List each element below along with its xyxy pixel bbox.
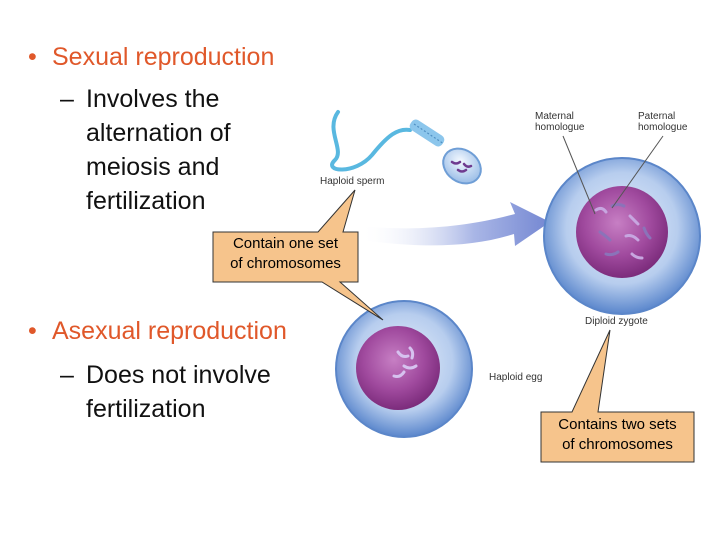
callout-line: of chromosomes (230, 255, 341, 272)
sperm-tail (330, 110, 412, 172)
sub-bullet-line: Does not involve (86, 361, 271, 389)
bullet-title: Asexual reproduction (52, 317, 287, 345)
sperm-head (442, 147, 482, 185)
paternal-pointer-line (611, 135, 664, 209)
sub-bullet-marker: – (60, 361, 74, 389)
label-line: homologue (535, 122, 585, 133)
label-line: Paternal (638, 111, 676, 122)
callout-two-sets-text: Contains two sets of chromosomes (541, 415, 694, 455)
label-paternal-homologue: Paternal homologue (638, 111, 687, 133)
egg-nucleus (356, 326, 440, 410)
bullet-marker: • (28, 317, 37, 345)
callout-one-set-text: Contain one set of chromosomes (213, 234, 358, 274)
callout-line: of chromosomes (562, 436, 673, 453)
label-haploid-egg: Haploid egg (489, 372, 543, 383)
sperm-midpiece (409, 119, 445, 147)
egg-chromosomes (392, 346, 418, 378)
sub-bullet-line: Involves the (86, 85, 220, 113)
callout-line: Contains two sets (558, 416, 677, 433)
callout-two-sets-shape (540, 329, 695, 463)
maternal-pointer-line (562, 135, 596, 215)
callout-line: Contain one set (232, 235, 339, 252)
bullet-marker: • (28, 43, 37, 71)
label-diploid-zygote: Diploid zygote (585, 316, 648, 327)
sub-bullet-line: fertilization (86, 187, 206, 215)
label-line: homologue (638, 122, 688, 133)
callout-one-set-shape (212, 189, 384, 321)
sub-bullet-line: meiosis and (86, 153, 220, 181)
label-haploid-sperm: Haploid sperm (320, 176, 385, 187)
sub-bullet-line: alternation of (86, 119, 231, 147)
zygote-nucleus (576, 186, 668, 278)
zygote-chromosomes (594, 203, 652, 260)
label-line: Maternal (535, 111, 574, 122)
sperm-chromosomes (450, 160, 473, 173)
label-maternal-homologue: Maternal homologue (535, 111, 584, 133)
sub-bullet-marker: – (60, 85, 74, 113)
fertilization-arrow (360, 202, 550, 246)
sub-bullet-line: fertilization (86, 395, 206, 423)
bullet-title: Sexual reproduction (52, 43, 275, 71)
